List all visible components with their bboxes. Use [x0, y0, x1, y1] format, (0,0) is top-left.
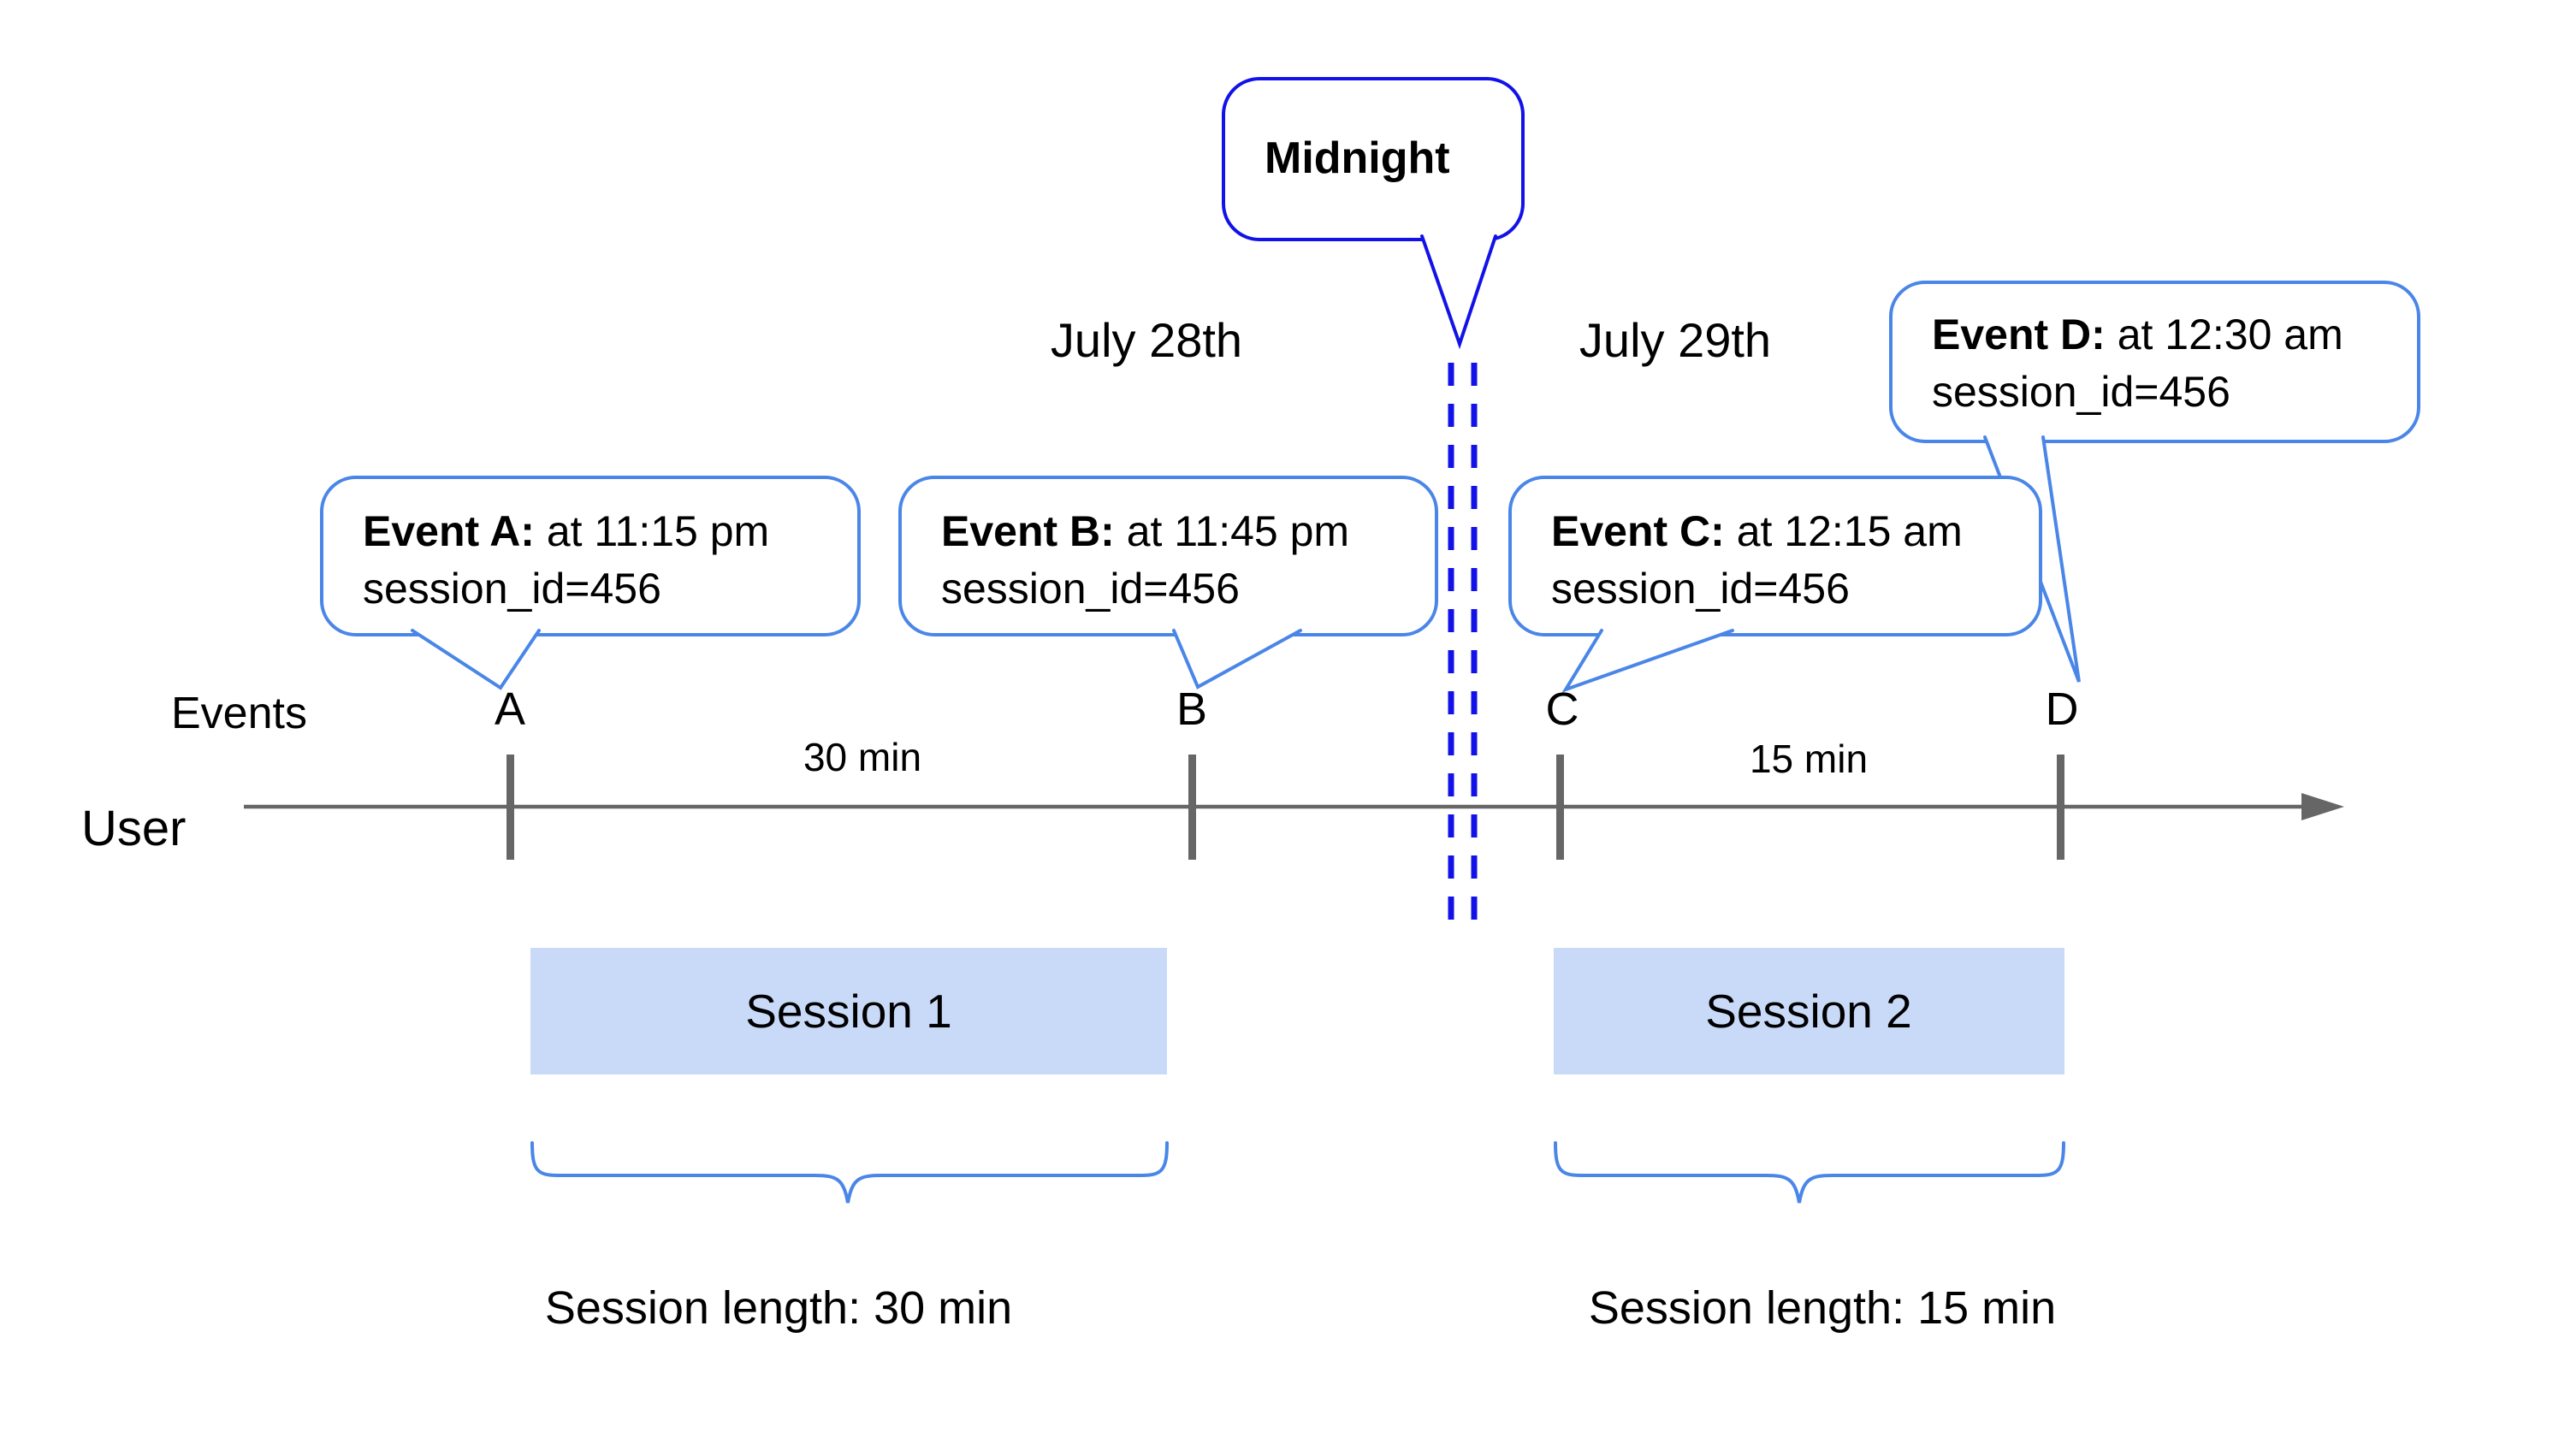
event-c-time: at 12:15 am [1724, 507, 1963, 555]
event-c-bubble [1508, 476, 2042, 636]
event-c-session-id: session_id=456 [1551, 565, 1850, 613]
event-tick-c [1556, 755, 1564, 860]
event-a-title: Event A: [363, 507, 535, 555]
user-axis-label: User [81, 801, 187, 856]
event-a-bubble [320, 476, 861, 636]
event-b-line1: Event B: at 11:45 pm [941, 503, 1349, 560]
interval-label-30min: 30 min [803, 735, 922, 779]
event-d-bubble [1889, 281, 2420, 443]
event-a-time: at 11:15 pm [534, 507, 770, 555]
event-b-session-id: session_id=456 [941, 565, 1240, 613]
session-2-label: Session 2 [1705, 985, 1912, 1038]
event-b-bubble-text: Event B: at 11:45 pm session_id=456 [941, 503, 1349, 618]
event-b-bubble-tail [1172, 629, 1302, 690]
event-tick-b [1188, 755, 1196, 860]
session-2-box [1554, 948, 2064, 1074]
session-1-length-label: Session length: 30 min [544, 1282, 1013, 1334]
midnight-bubble-label: Midnight [1265, 133, 1450, 183]
tick-label-d: D [2045, 684, 2079, 735]
event-a-session-id: session_id=456 [363, 565, 661, 613]
event-tick-a [506, 755, 514, 860]
event-c-title: Event C: [1551, 507, 1725, 555]
event-b-title: Event B: [941, 507, 1115, 555]
event-c-bubble-text: Event C: at 12:15 am session_id=456 [1551, 503, 1963, 618]
session-1-brace [530, 1141, 1169, 1204]
event-tick-d [2057, 755, 2064, 860]
date-label-july-28: July 28th [1050, 313, 1243, 367]
event-d-title: Event D: [1932, 311, 2106, 358]
event-d-line1: Event D: at 12:30 am [1932, 306, 2343, 364]
session-1-box [530, 948, 1167, 1074]
date-label-july-29: July 29th [1579, 313, 1772, 367]
event-b-time: at 11:45 pm [1114, 507, 1350, 555]
events-axis-label: Events [171, 689, 307, 738]
event-b-bubble [898, 476, 1438, 636]
event-c-line1: Event C: at 12:15 am [1551, 503, 1963, 560]
session-2-length-label: Session length: 15 min [1588, 1282, 2057, 1334]
event-a-bubble-tail [411, 629, 541, 690]
midnight-bubble-tail [1420, 234, 1497, 350]
session-2-brace [1554, 1141, 2065, 1204]
event-a-line1: Event A: at 11:15 pm [363, 503, 769, 560]
interval-label-15min: 15 min [1749, 737, 1869, 781]
midnight-bubble [1222, 77, 1525, 241]
event-d-session-id: session_id=456 [1932, 368, 2230, 416]
tick-label-c: C [1545, 684, 1579, 735]
event-c-bubble-tail [1561, 629, 1734, 693]
event-d-bubble-text: Event D: at 12:30 am session_id=456 [1932, 306, 2343, 421]
arrowhead-icon [2301, 793, 2344, 820]
session-1-label: Session 1 [745, 985, 952, 1038]
tick-label-b: B [1176, 684, 1208, 735]
tick-label-a: A [494, 684, 526, 735]
event-a-bubble-text: Event A: at 11:15 pm session_id=456 [363, 503, 769, 618]
event-d-time: at 12:30 am [2105, 311, 2343, 358]
